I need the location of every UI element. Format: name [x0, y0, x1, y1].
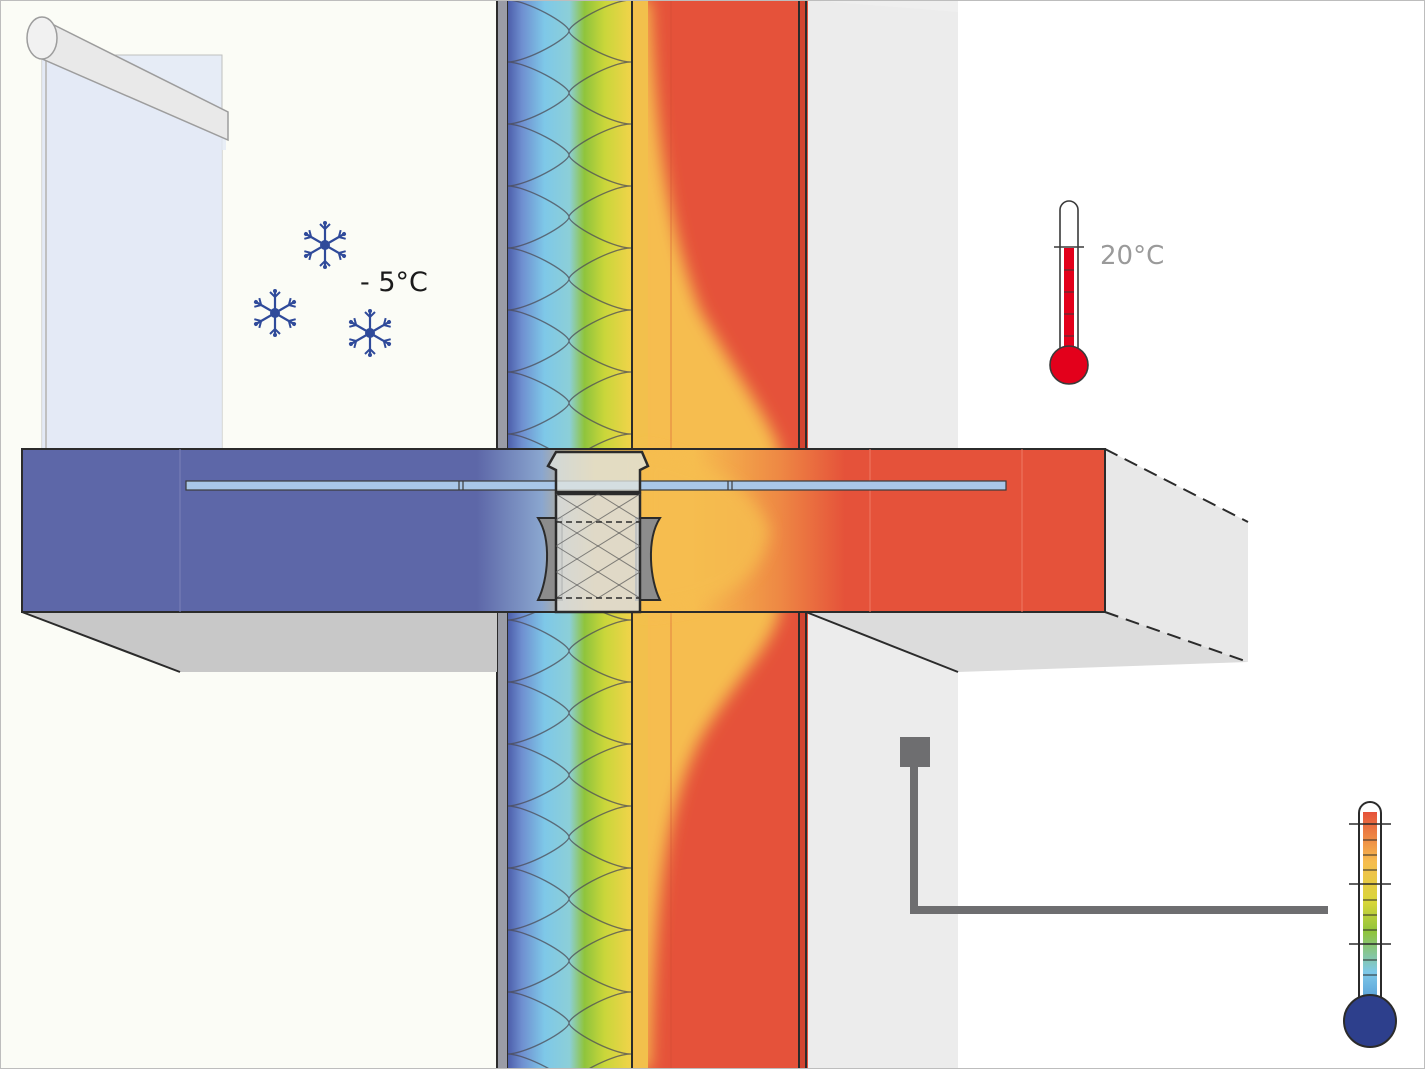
temperature-scale-icon [1343, 801, 1397, 1048]
thermal-break-element [536, 450, 662, 614]
snowflake-group [253, 221, 392, 357]
outside-temperature-label: - 5°C [360, 267, 428, 298]
snowflake-icon [303, 221, 347, 269]
thermometer-icon [1049, 200, 1089, 385]
snowflake-icon [348, 309, 392, 357]
snowflake-icon [253, 289, 297, 337]
inside-temperature-label: 20°C [1100, 241, 1164, 271]
balcony-slab [21, 448, 1249, 673]
roller-blind-icon [26, 16, 229, 451]
sensor-connector [900, 737, 1328, 914]
